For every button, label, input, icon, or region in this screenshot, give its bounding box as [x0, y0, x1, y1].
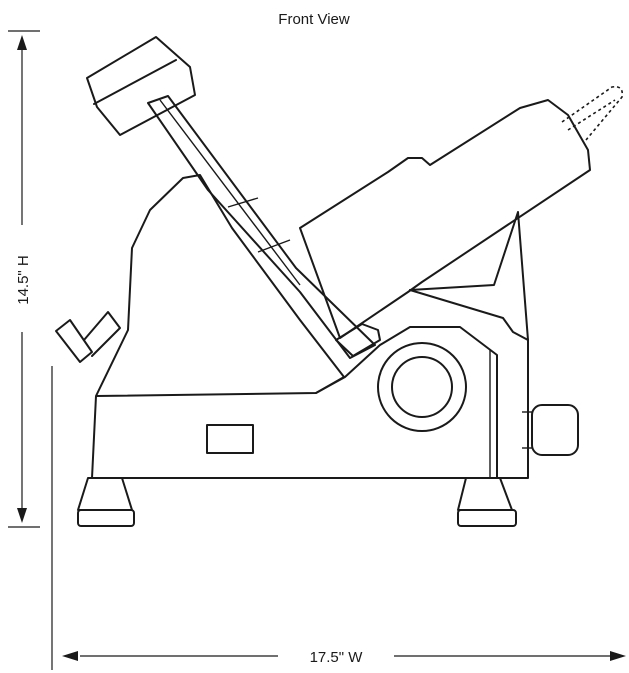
width-arrow-left — [62, 651, 78, 661]
power-switch — [531, 404, 579, 456]
diagram-title: Front View — [278, 11, 350, 28]
thickness-knob-inner — [391, 356, 453, 418]
width-arrow-right — [610, 651, 626, 661]
pusher-handle — [86, 36, 196, 136]
left-foot — [77, 477, 135, 527]
height-label: 14.5" H — [15, 255, 32, 305]
height-arrow-up — [17, 35, 27, 50]
thickness-knob-outer — [377, 342, 467, 432]
slicer-icon — [55, 36, 624, 527]
right-foot-upper — [457, 477, 513, 511]
right-housing — [409, 289, 529, 479]
left-knob — [55, 319, 93, 363]
handle-dotted-outline — [561, 85, 624, 141]
pusher-arm — [147, 95, 376, 359]
left-knob-shaft — [83, 311, 121, 357]
pusher-arm-inner — [159, 99, 301, 286]
height-dimension: 14.5" H — [8, 30, 40, 528]
width-dimension: 17.5" W — [51, 366, 626, 670]
left-foot-upper — [77, 477, 133, 511]
pusher-crossbar-2 — [257, 239, 291, 253]
pusher-crossbar-1 — [227, 197, 259, 208]
pusher-handle-edge — [93, 59, 177, 105]
height-arrow-down — [17, 508, 27, 523]
right-foot-pad — [457, 509, 517, 527]
blade-cover — [299, 99, 591, 339]
base-frame — [315, 326, 498, 479]
slicer-base — [91, 174, 345, 479]
left-foot-pad — [77, 509, 135, 527]
right-housing-upper — [409, 211, 529, 341]
carriage-tray — [335, 323, 381, 357]
width-label: 17.5" W — [310, 649, 364, 666]
label-plate — [206, 424, 254, 454]
right-foot — [457, 477, 517, 527]
